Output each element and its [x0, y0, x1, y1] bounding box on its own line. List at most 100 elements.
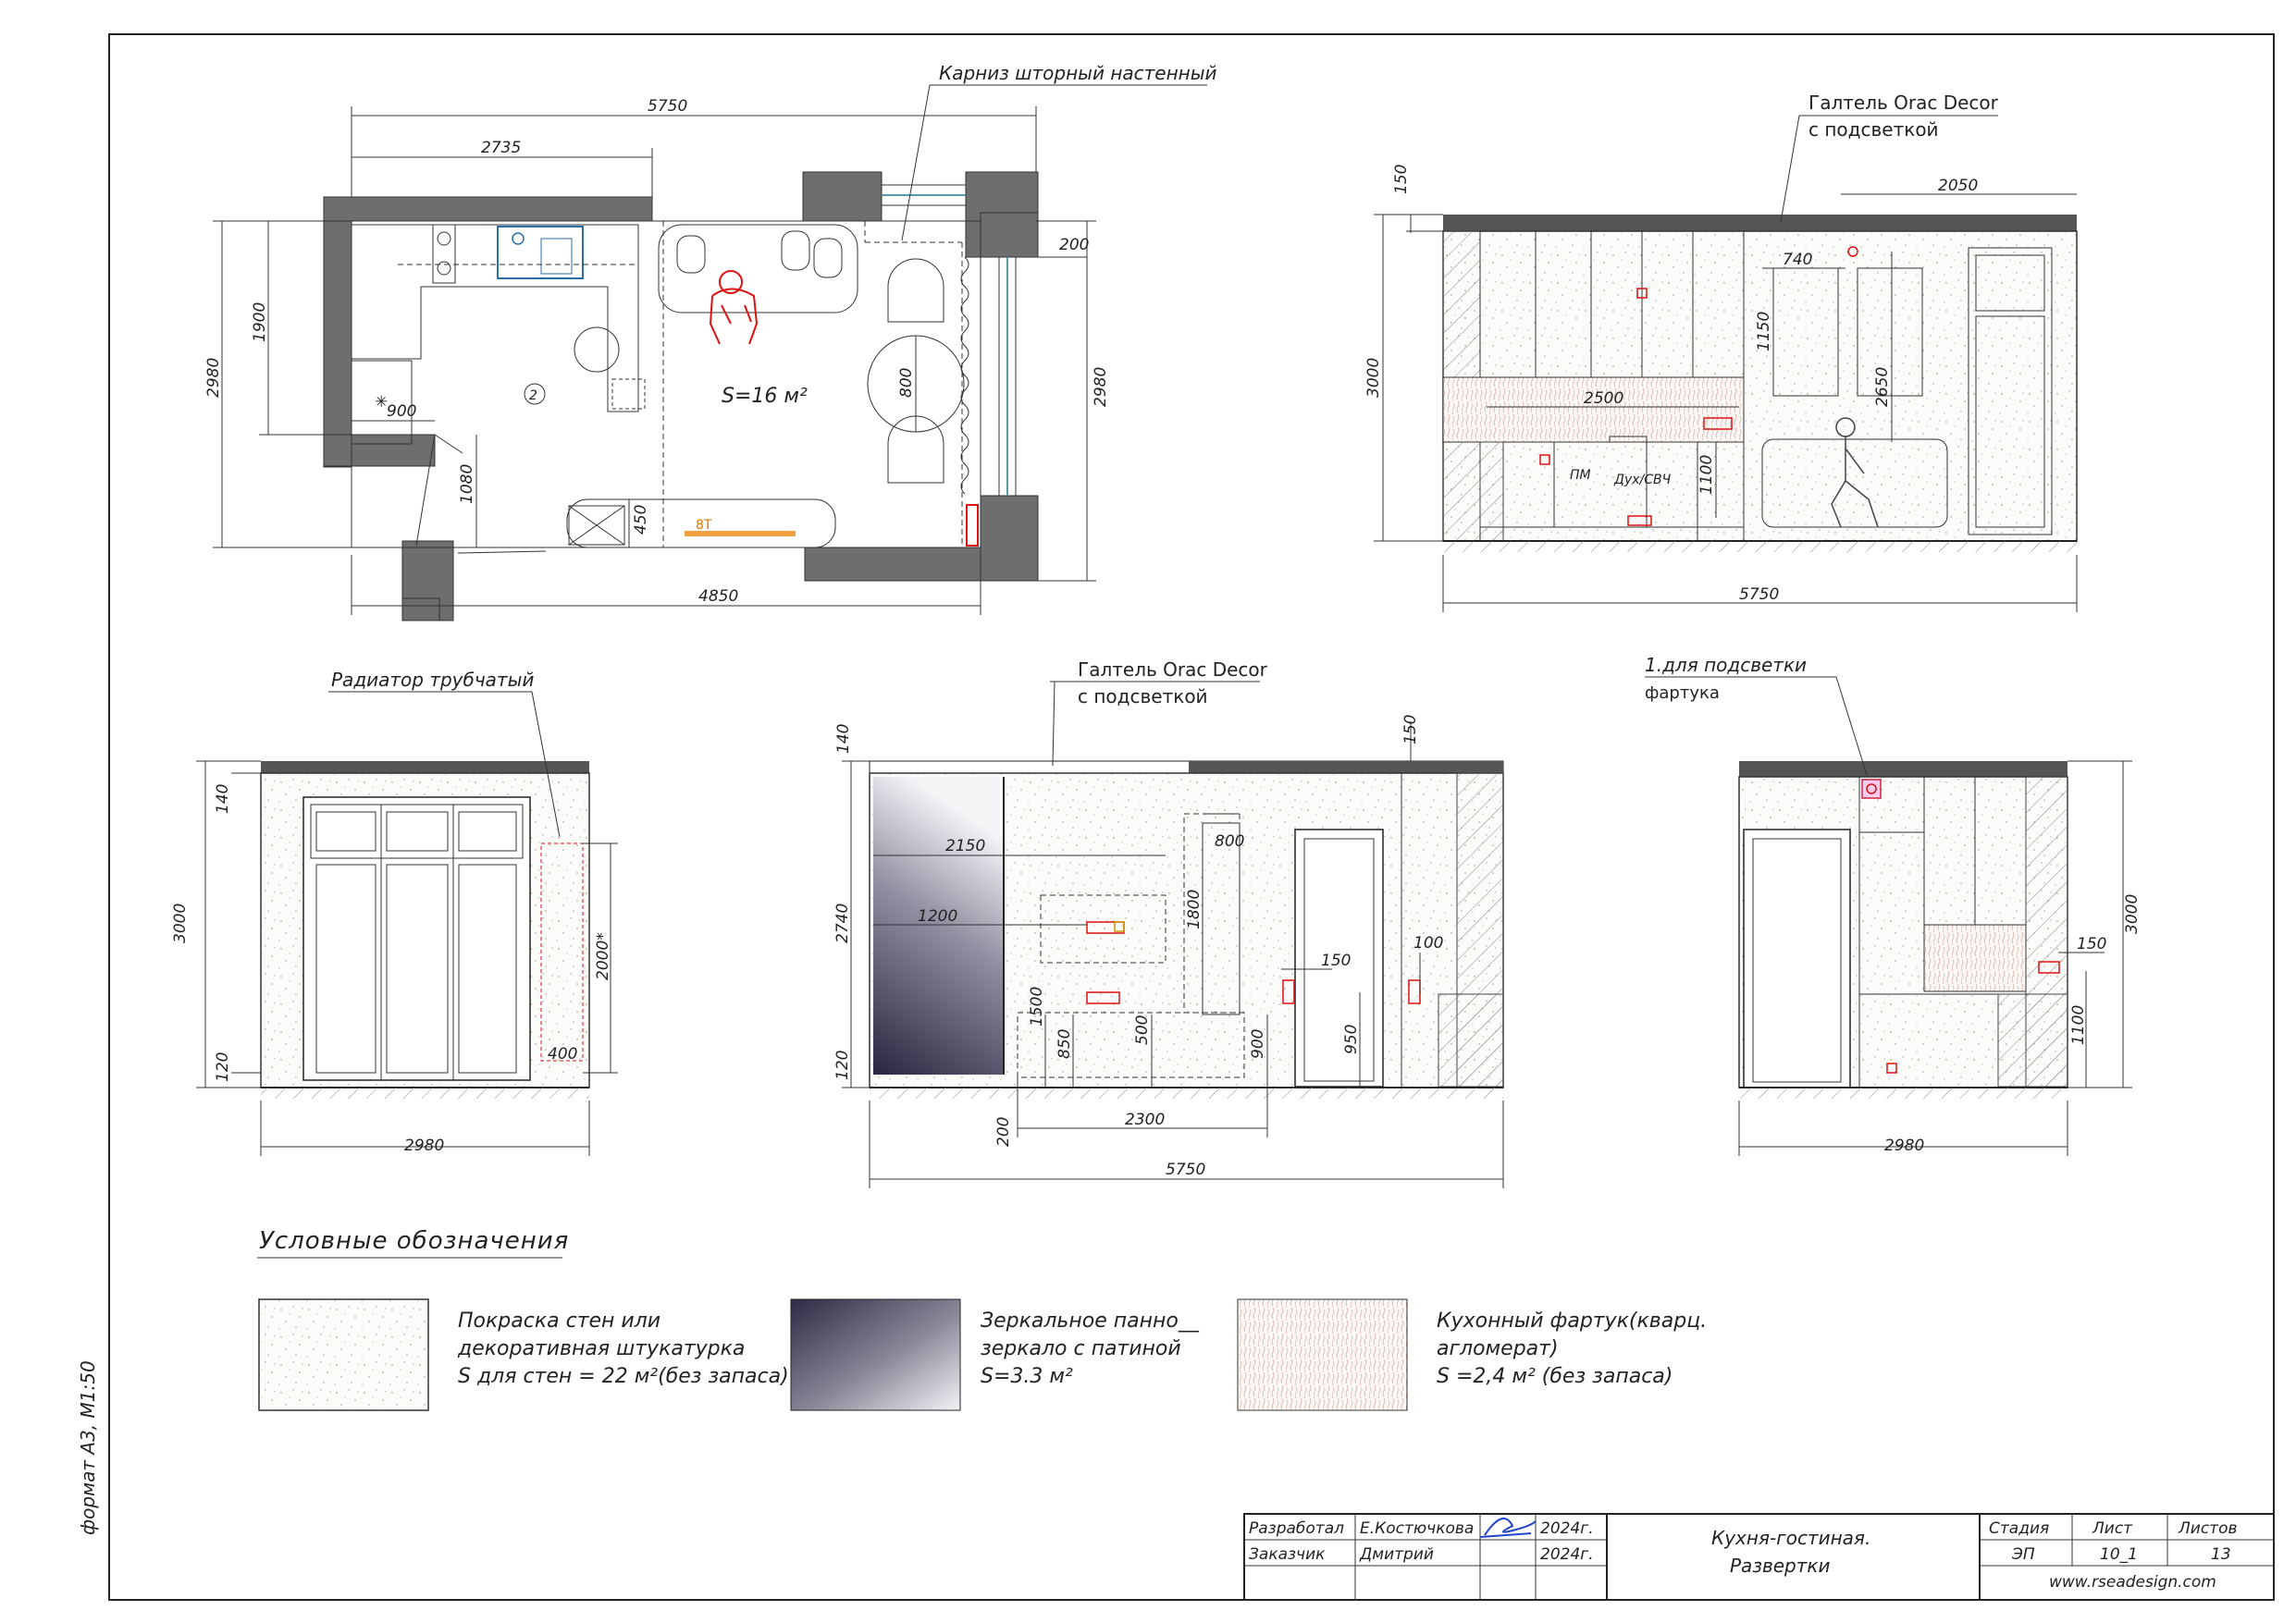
dim-plan-5750: 5750 [648, 97, 687, 116]
dim-e1-2500: 2500 [1584, 389, 1623, 408]
label-e4-backlight-2: фартука [1645, 683, 1720, 703]
legend-item-3-line1: Кухонный фартук(кварц. [1437, 1309, 1707, 1333]
elevation-mirror-wall: 140 150 2740 120 2150 800 1200 1800 1500… [833, 658, 1504, 1188]
label-radiator: Радиатор трубчатый [331, 669, 534, 691]
label-e4-backlight: 1.для подсветки [1645, 654, 1807, 676]
tb-stage: ЭП [2011, 1545, 2035, 1564]
dim-plan-1080: 1080 [458, 464, 476, 504]
mark-8t: 8T [696, 518, 712, 533]
dim-e3-200: 200 [994, 1117, 1013, 1147]
dim-e3-150b: 150 [1321, 952, 1351, 970]
dim-e3-800: 800 [1215, 832, 1244, 851]
label-e1-cornice-2: с подсветкой [1808, 118, 1939, 141]
elevation-window-wall: 140 3000 120 2000* 400 2980 Радиатор тру… [171, 669, 618, 1156]
dim-e3-850: 850 [1055, 1029, 1074, 1059]
dim-e4-2980: 2980 [1884, 1137, 1924, 1155]
dim-e3-900: 900 [1249, 1029, 1267, 1059]
room-number: 2 [529, 388, 537, 403]
tb-title-line1: Кухня-гостиная. [1711, 1527, 1870, 1549]
dim-plan-2980-left: 2980 [204, 358, 223, 398]
legend: Условные обозначения Покраска стен или д… [257, 1227, 1707, 1411]
tb-title-line2: Развертки [1730, 1555, 1830, 1577]
dim-plan-4850: 4850 [698, 587, 738, 606]
label-cornice: Карниз шторный настенный [939, 62, 1217, 84]
dim-e3-140: 140 [834, 724, 853, 754]
legend-swatch-plaster [258, 1298, 429, 1411]
dim-e3-100: 100 [1413, 934, 1443, 953]
tb-site: www.rseadesign.com [2049, 1573, 2216, 1592]
dim-e4-1100: 1100 [2069, 1005, 2088, 1045]
label-e3-cornice: Галтель Orac Decor [1078, 658, 1268, 681]
elevation-kitchen-wall: ПМ Дух/СВЧ 150 2050 [1364, 92, 2078, 612]
dim-e4-3000: 3000 [2123, 894, 2142, 934]
elevation-door-wall: 3000 150 1100 2980 1.для подсветки фарту… [1645, 654, 2142, 1156]
dim-plan-800: 800 [897, 368, 916, 398]
legend-swatch-mirror [790, 1298, 961, 1411]
tb-sheet: 10_1 [2100, 1545, 2138, 1564]
legend-item-3-line2: агломерат) [1437, 1337, 1559, 1360]
dim-plan-1900: 1900 [251, 302, 269, 342]
dim-e3-1500: 1500 [1028, 987, 1046, 1027]
dim-e1-150: 150 [1392, 165, 1411, 194]
dim-e2-400: 400 [548, 1045, 577, 1064]
label-e1-cornice: Галтель Orac Decor [1808, 92, 1999, 114]
format-note: формат А3, М1:50 [77, 1360, 99, 1535]
dim-e2-120: 120 [214, 1052, 232, 1082]
label-dishwasher: ПМ [1570, 468, 1591, 483]
dim-e3-120: 120 [833, 1051, 852, 1080]
dim-e3-950: 950 [1342, 1025, 1361, 1054]
dim-e1-3000: 3000 [1364, 358, 1383, 398]
legend-item-1-line2: декоративная штукатурка [457, 1337, 745, 1360]
dim-e1-740: 740 [1783, 251, 1812, 269]
tb-sheets-label: Листов [2178, 1519, 2238, 1538]
dim-e3-2150: 2150 [945, 837, 985, 855]
legend-swatch-apron [1237, 1298, 1408, 1411]
dim-plan-450: 450 [632, 505, 650, 535]
sheet-frame [108, 33, 2275, 1601]
tb-sheet-label: Лист [2092, 1519, 2133, 1538]
dim-e1-1150: 1150 [1755, 312, 1773, 351]
tb-stage-label: Стадия [1989, 1519, 2049, 1538]
legend-item-1-line1: Покраска стен или [458, 1309, 660, 1333]
dim-e3-1200: 1200 [918, 907, 957, 926]
legend-item-1-line3: S для стен = 22 м²(без запаса) [458, 1365, 789, 1388]
dim-e1-2650: 2650 [1873, 367, 1892, 407]
legend-item-2-line2: зеркало с патиной [981, 1337, 1181, 1360]
room-area: S=16 м² [722, 385, 808, 408]
tb-client-year: 2024г. [1540, 1545, 1594, 1564]
dim-e1-5750: 5750 [1739, 585, 1779, 604]
dim-e3-500: 500 [1133, 1015, 1152, 1045]
dim-e3-150a: 150 [1401, 715, 1420, 744]
dim-e4-150: 150 [2077, 935, 2106, 953]
svg-text:✳: ✳ [375, 393, 388, 412]
tb-developed-label: Разработал [1249, 1519, 1344, 1538]
dim-e3-1800: 1800 [1185, 890, 1204, 929]
tb-client-label: Заказчик [1249, 1545, 1326, 1564]
label-e3-cornice-2: с подсветкой [1078, 685, 1208, 707]
tb-client-name: Дмитрий [1359, 1545, 1434, 1564]
dim-plan-2980-right: 2980 [1092, 367, 1110, 407]
legend-title: Условные обозначения [259, 1227, 569, 1255]
legend-item-3-line3: S =2,4 м² (без запаса) [1437, 1365, 1673, 1388]
tb-developed-year: 2024г. [1540, 1519, 1594, 1538]
dim-e3-2300: 2300 [1125, 1111, 1165, 1129]
tb-sheets: 13 [2211, 1545, 2231, 1564]
dim-plan-2735: 2735 [481, 139, 521, 157]
signature [1479, 1518, 1537, 1538]
dim-plan-200: 200 [1059, 236, 1089, 254]
legend-item-2-line3: S=3.3 м² [981, 1365, 1073, 1388]
tb-developed-name: Е.Костючкова [1360, 1519, 1474, 1538]
floor-plan: ✳ 8T 2 S= [204, 62, 1217, 621]
dim-e3-2740: 2740 [833, 904, 852, 943]
dim-e2-2000: 2000* [594, 932, 612, 980]
dim-plan-900: 900 [387, 402, 416, 421]
title-block: Разработал Е.Костючкова 2024г. Заказчик … [1243, 1513, 2275, 1601]
dim-e1-2050: 2050 [1938, 177, 1978, 195]
dim-e1-1100: 1100 [1697, 455, 1716, 495]
dim-e2-3000: 3000 [171, 904, 190, 943]
legend-item-2-line1: Зеркальное панно__ [981, 1309, 1200, 1333]
dim-e3-5750: 5750 [1166, 1161, 1205, 1179]
dim-e2-2980: 2980 [404, 1137, 444, 1155]
label-oven: Дух/СВЧ [1613, 473, 1672, 487]
